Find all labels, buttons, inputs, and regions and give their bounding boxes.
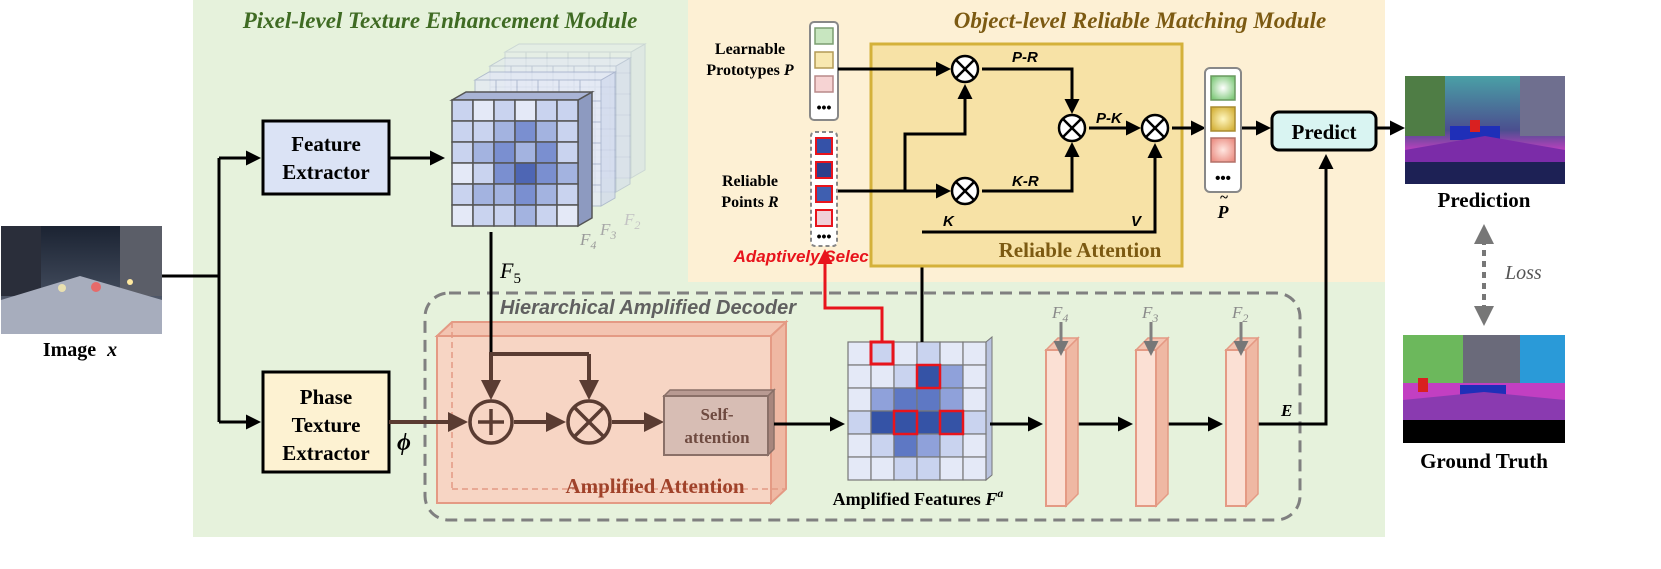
phase-extractor-line1: Phase xyxy=(300,385,353,409)
matching-multiply-ops xyxy=(950,54,1170,206)
decoder-stage-bar xyxy=(1224,336,1260,508)
e-label: E xyxy=(1280,401,1292,420)
reliable-line1: Reliable xyxy=(722,173,778,190)
kr-label: K-R xyxy=(1012,173,1039,190)
fs-f3-sub: 3 xyxy=(609,228,616,242)
feature-stack xyxy=(449,43,647,228)
self-attention-line2: attention xyxy=(684,428,750,447)
refined-prototypes-stack: ••• xyxy=(1204,67,1242,193)
image-var: x xyxy=(106,339,117,361)
fs-f2: F xyxy=(623,210,635,229)
multiply-op-icon xyxy=(1057,113,1087,143)
stage-input-arrows xyxy=(1053,322,1249,356)
f5-sub: 5 xyxy=(513,271,521,287)
fs-f4-sub: 4 xyxy=(590,238,596,252)
phase-extractor-line2: Texture xyxy=(292,413,361,437)
stage-f3: F xyxy=(1141,303,1153,322)
svg-text:F3: F3 xyxy=(1141,303,1158,325)
stage-f3-sub: 3 xyxy=(1151,311,1158,325)
v-label: V xyxy=(1131,213,1143,230)
svg-text:F4: F4 xyxy=(1051,303,1068,325)
predict-box xyxy=(1270,110,1378,152)
learnable-line1: Learnable xyxy=(715,41,785,58)
self-attention-box xyxy=(662,388,776,457)
self-attention-line1: Self- xyxy=(700,405,733,424)
reliable-line2: Points xyxy=(721,194,768,211)
pixel-module-title: Pixel-level Texture Enhancement Module xyxy=(242,8,638,33)
svg-text:F5: F5 xyxy=(499,258,521,287)
stage-f4-sub: 4 xyxy=(1062,311,1068,325)
svg-text:Image x: Image x xyxy=(43,339,117,361)
svg-text:F4: F4 xyxy=(579,230,596,252)
tilde-mark-icon: ~ xyxy=(1220,190,1228,206)
image-label: Image xyxy=(43,339,96,361)
svg-text:Amplified Features Fa: Amplified Features Fa xyxy=(833,486,1004,509)
fs-f4: F xyxy=(579,230,591,249)
k-label: K xyxy=(943,213,955,230)
learnable-prototypes-stack: ••• xyxy=(809,21,839,121)
learnable-var: P xyxy=(783,62,794,79)
feature-front-layer xyxy=(449,90,595,228)
amplified-features-sup: a xyxy=(997,486,1003,500)
stage-f2: F xyxy=(1231,303,1243,322)
add-op-icon xyxy=(468,399,514,445)
amplified-attention-label: Amplified Attention xyxy=(565,474,744,498)
svg-text:Points R: Points R xyxy=(721,194,779,211)
f5-label: F xyxy=(499,258,514,283)
phase-extractor-line3: Extractor xyxy=(282,441,369,465)
fs-f3: F xyxy=(599,220,611,239)
input-image xyxy=(1,226,162,334)
multiply-op-icon xyxy=(950,54,980,84)
adaptive-select-arrow xyxy=(817,249,895,366)
ground-truth-image xyxy=(1403,335,1565,443)
svg-text:•••: ••• xyxy=(817,228,832,244)
loss-label: Loss xyxy=(1504,262,1542,284)
svg-text:Prototypes P: Prototypes P xyxy=(706,62,793,79)
predict-label: Predict xyxy=(1292,120,1357,144)
amplified-features-grid xyxy=(847,335,993,482)
multiply-op-icon xyxy=(566,399,612,445)
pk-label: P-K xyxy=(1096,110,1123,127)
svg-text:F2: F2 xyxy=(1231,303,1248,325)
svg-text:•••: ••• xyxy=(817,99,832,115)
reliable-points-stack: ••• xyxy=(810,131,838,247)
decoder-container xyxy=(423,291,1302,522)
svg-text:F3: F3 xyxy=(599,220,616,242)
object-module-title: Object-level Reliable Matching Module xyxy=(954,8,1326,33)
selected-point-marker xyxy=(915,363,942,390)
amplified-features-var: F xyxy=(984,489,997,509)
svg-text:•••: ••• xyxy=(1215,170,1231,187)
pr-label: P-R xyxy=(1012,49,1038,66)
input-arrows xyxy=(162,150,261,430)
stage-f2-sub: 2 xyxy=(1242,311,1248,325)
ground-truth-label: Ground Truth xyxy=(1420,449,1548,473)
amplified-features-label: Amplified Features xyxy=(833,489,986,509)
p-tilde-label: P xyxy=(1217,202,1230,222)
multiply-op-icon xyxy=(1140,113,1170,143)
prediction-image xyxy=(1405,76,1565,184)
decoder-stage-bar xyxy=(1134,336,1170,508)
stage-f4: F xyxy=(1051,303,1063,322)
learnable-line2: Prototypes xyxy=(706,62,783,79)
decoder-title: Hierarchical Amplified Decoder xyxy=(500,297,797,319)
selected-point-marker xyxy=(938,409,965,436)
fs-f2-sub: 2 xyxy=(634,218,640,232)
feature-extractor-line1: Feature xyxy=(291,132,361,156)
selected-point-marker xyxy=(892,409,919,436)
reliable-attention-box xyxy=(869,42,1184,268)
reliable-var: R xyxy=(767,194,779,211)
adaptively-select-label: Adaptively Select xyxy=(733,247,876,266)
matching-arrows xyxy=(838,61,1405,234)
feature-extractor-line2: Extractor xyxy=(282,160,369,184)
svg-text:F2: F2 xyxy=(623,210,640,232)
phi-label: ϕ xyxy=(397,430,411,456)
decoder-stage-bars xyxy=(1044,336,1260,508)
reliable-attention-label: Reliable Attention xyxy=(999,238,1162,262)
multiply-op-icon xyxy=(950,176,980,206)
decoder-stage-bar xyxy=(1044,336,1080,508)
amplified-attention-arrows xyxy=(389,232,664,432)
prediction-label: Prediction xyxy=(1438,188,1531,212)
